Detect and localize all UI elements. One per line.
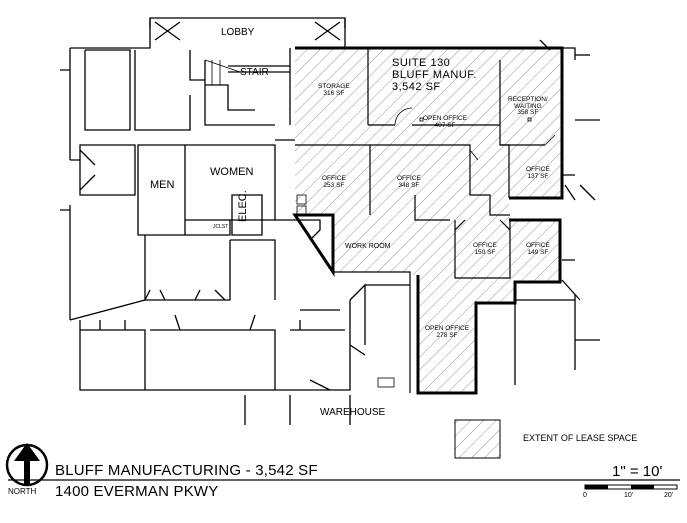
room-area: 278 SF <box>436 331 458 339</box>
north-label: NORTH <box>8 487 37 496</box>
room-office-137: OFFICE 137 SF <box>526 166 550 180</box>
suite-area: 3,542 SF <box>392 81 441 93</box>
room-office-253: OFFICE 253 SF <box>322 175 346 189</box>
room-area: 407 SF <box>434 121 456 129</box>
room-name: OFFICE <box>322 175 346 182</box>
room-area: 149 SF <box>527 248 549 256</box>
room-name: OFFICE <box>526 166 550 173</box>
building-walls <box>60 17 600 425</box>
room-name: STORAGE <box>318 83 350 90</box>
men-label: MEN <box>150 179 175 191</box>
door-swings <box>296 107 556 388</box>
sheet-address: 1400 EVERMAN PKWY <box>55 483 219 500</box>
scale-tick-10: 10' <box>624 492 634 499</box>
scale-text: 1" = 10' <box>612 463 663 480</box>
legend-label: EXTENT OF LEASE SPACE <box>523 433 638 443</box>
room-name: OPEN OFFICE <box>423 115 468 122</box>
room-name: OFFICE <box>526 242 550 249</box>
suite-tenant: BLUFF MANUF. <box>392 69 477 81</box>
room-area: 358 SF <box>517 109 539 116</box>
room-area: 150 SF <box>474 248 496 256</box>
room-name: OFFICE <box>473 242 497 249</box>
room-storage: STORAGE 316 SF <box>318 83 350 97</box>
room-open-office-1: OPEN OFFICE 407 SF <box>423 115 468 129</box>
sheet-title: BLUFF MANUFACTURING - 3,542 SF <box>55 462 318 479</box>
room-reception: RECEPTION/ WAITING 358 SF <box>508 96 548 117</box>
suite-info: SUITE 130 BLUFF MANUF. 3,542 SF <box>392 57 477 93</box>
elec-label: ELEC. <box>237 190 249 222</box>
room-office-348: OFFICE 348 SF <box>397 175 421 189</box>
room-open-office-2: OPEN OFFICE 278 SF <box>425 325 470 339</box>
scale-tick-0: 0 <box>583 492 587 499</box>
jclst-label: JCLST <box>213 224 229 230</box>
lease-interior-walls <box>295 48 545 393</box>
room-name: OPEN OFFICE <box>425 325 470 332</box>
lobby-label: LOBBY <box>221 27 255 38</box>
room-office-149: OFFICE 149 SF <box>526 242 550 256</box>
scale-bar <box>584 484 678 490</box>
women-label: WOMEN <box>210 166 254 178</box>
room-name: RECEPTION/ <box>508 96 548 103</box>
room-office-150: OFFICE 150 SF <box>473 242 497 256</box>
suite-number: SUITE 130 <box>392 57 451 69</box>
legend-swatch <box>454 419 501 459</box>
room-area: 316 SF <box>323 89 345 97</box>
work-room-label: WORK ROOM <box>345 243 391 250</box>
stair-detail <box>204 59 241 85</box>
north-arrow <box>5 443 49 487</box>
room-area: 348 SF <box>398 181 420 189</box>
room-name-2: WAITING <box>514 102 542 110</box>
room-area: 137 SF <box>527 172 549 180</box>
room-area: 253 SF <box>323 181 345 189</box>
room-name: OFFICE <box>397 175 421 182</box>
warehouse-label: WAREHOUSE <box>320 407 386 418</box>
scale-tick-20: 20' <box>664 492 674 499</box>
stair-label: STAIR <box>240 67 269 78</box>
